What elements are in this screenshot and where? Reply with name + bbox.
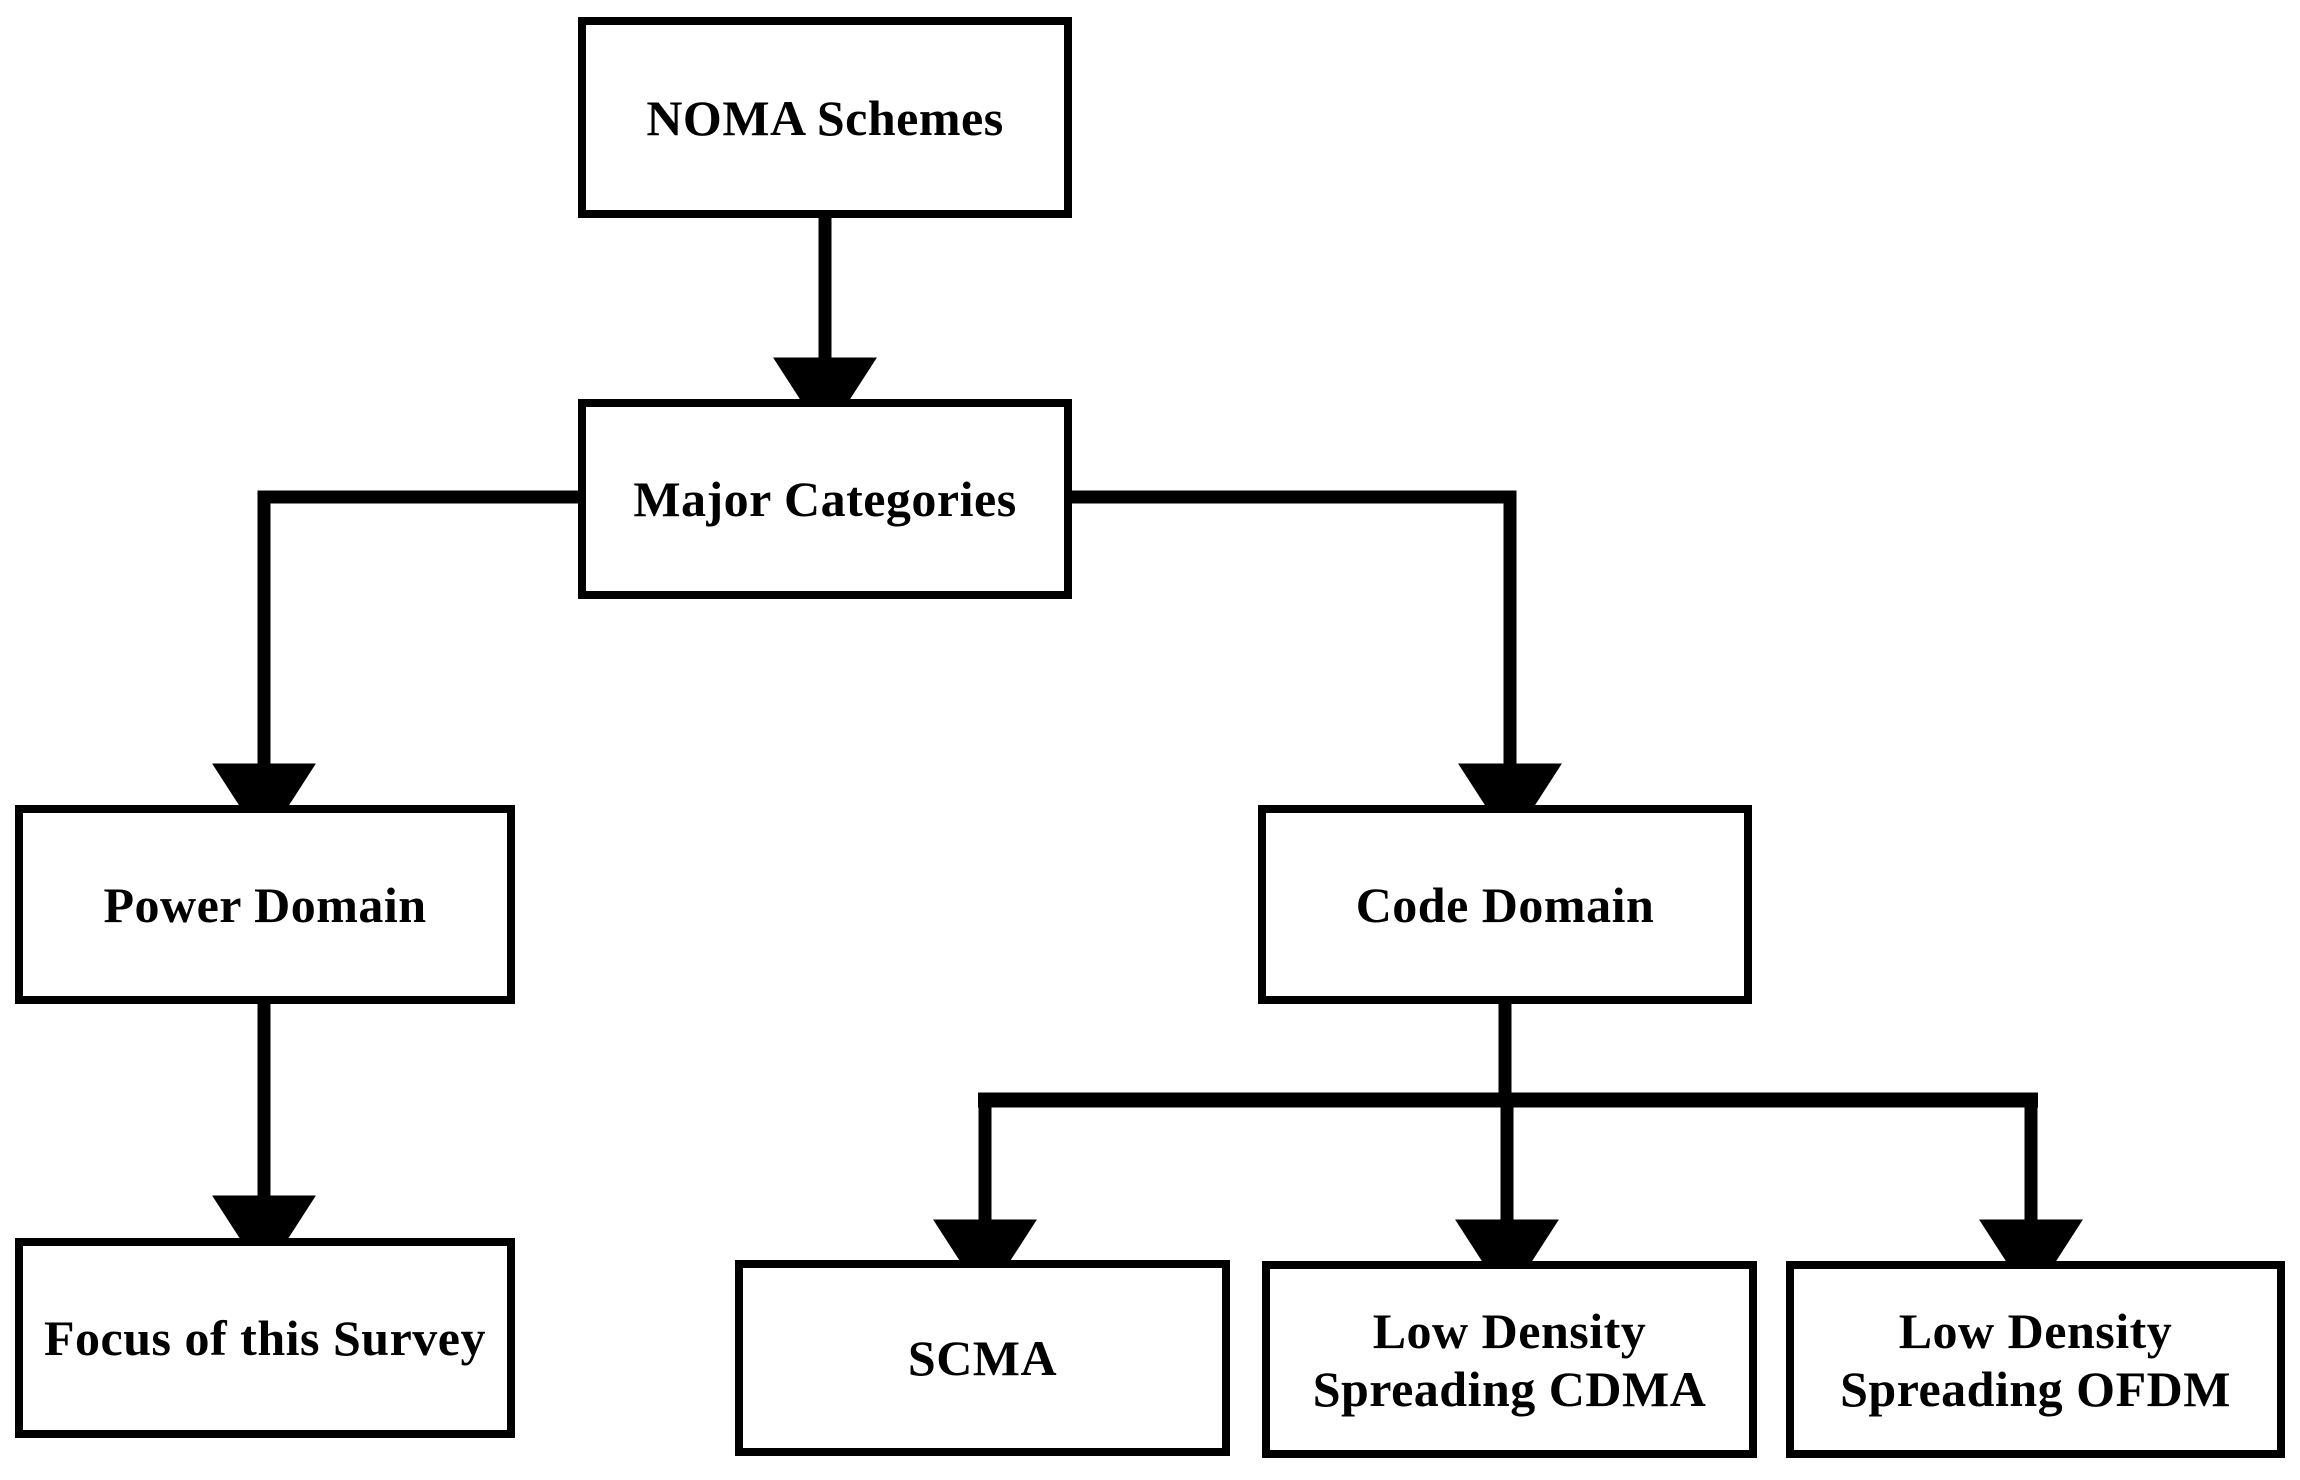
node-code-domain-label: Code Domain: [1355, 876, 1655, 933]
node-lds-ofdm[interactable]: Low Density Spreading OFDM: [1786, 1261, 2285, 1458]
node-major-categories-label: Major Categories: [633, 471, 1017, 527]
node-lds-cdma[interactable]: Low Density Spreading CDMA: [1262, 1261, 1757, 1458]
node-noma-schemes-label: NOMA Schemes: [646, 89, 1004, 146]
node-power-domain-label: Power Domain: [103, 876, 427, 933]
edge-major-to-power-domain: [212, 490, 578, 844]
node-major-categories[interactable]: Major Categories: [578, 399, 1072, 599]
node-lds-ofdm-label: Low Density Spreading OFDM: [1840, 1302, 2231, 1417]
node-noma-schemes[interactable]: NOMA Schemes: [578, 17, 1072, 218]
edge-code-domain-fork-bus: [978, 1003, 2038, 1108]
edge-major-to-code-domain: [1072, 490, 1562, 844]
node-power-domain[interactable]: Power Domain: [15, 805, 515, 1004]
node-lds-cdma-label: Low Density Spreading CDMA: [1312, 1302, 1707, 1417]
node-code-domain[interactable]: Code Domain: [1258, 805, 1752, 1004]
node-focus-of-survey[interactable]: Focus of this Survey: [15, 1238, 515, 1438]
node-scma-label: SCMA: [907, 1330, 1058, 1386]
node-focus-of-survey-label: Focus of this Survey: [44, 1310, 486, 1366]
node-scma[interactable]: SCMA: [735, 1260, 1230, 1456]
